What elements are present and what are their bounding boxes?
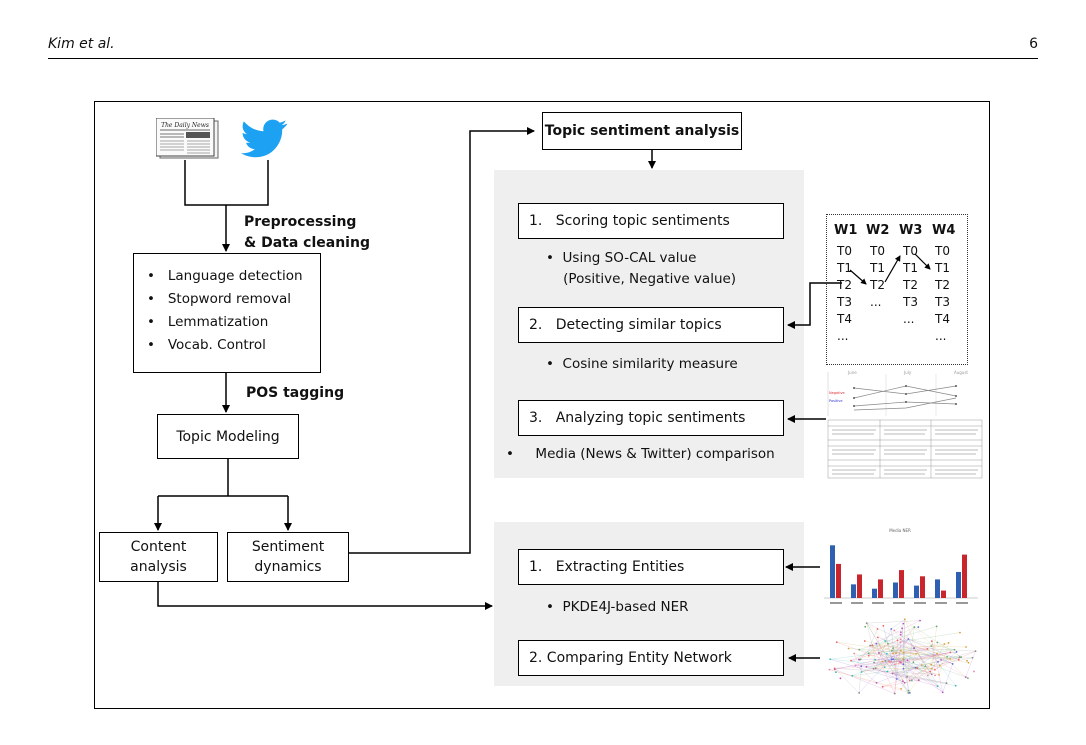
topic-cell: T3 [903,295,918,309]
content-analysis-box: Content analysis [99,532,218,582]
page-number: 6 [1029,36,1038,52]
topic-modeling-box: Topic Modeling [157,414,299,459]
step3-bullet: • Media (News & Twitter) comparison [506,446,775,462]
step-analyzing-topic-sentiments: 3. Analyzing topic sentiments [518,400,784,436]
topic-sentiment-analysis-title: Topic sentiment analysis [544,123,740,139]
content-analysis-label: Content analysis [130,539,187,575]
topic-cell: T4 [935,312,950,326]
step-scoring-topic-sentiments: 1. Scoring topic sentiments [518,203,784,239]
topic-cell: ... [837,329,849,343]
window-header-w3: W3 [899,223,923,238]
pos-tagging-label: POS tagging [246,385,345,401]
step2-bullet: • Cosine similarity measure [546,356,738,372]
preprocessing-item: • Stopword removal [147,291,291,307]
topic-cell: T4 [837,312,852,326]
topic-sentiment-plot-thumbnail: June July August Negative Positive [826,368,984,480]
step-detecting-similar-topics: 2. Detecting similar topics [518,307,784,343]
running-header-author: Kim et al. [48,36,115,52]
preprocessing-item: • Language detection [147,268,303,284]
sentiment-dynamics-box: Sentiment dynamics [227,532,349,582]
topic-cell: ... [935,329,947,343]
newspaper-icon: The Daily News [155,117,220,160]
step-extracting-entities: 1. Extracting Entities [518,549,784,585]
topic-cell: ... [870,295,882,309]
topic-cell: T0 [870,244,885,258]
topic-cell: T0 [935,244,950,258]
preprocessing-label: Preprocessing & Data cleaning [244,214,370,251]
window-header-w1: W1 [834,223,858,238]
topic-cell: T2 [935,278,950,292]
topic-cell: T2 [870,278,885,292]
twitter-bird-icon [240,118,290,160]
svg-text:Media NER: Media NER [889,528,911,533]
topic-sentiment-analysis-box: Topic sentiment analysis [542,112,742,150]
topic-cell: T0 [903,244,918,258]
window-header-w4: W4 [932,223,956,238]
topic-cell: T1 [870,261,885,275]
svg-text:August: August [954,370,968,375]
header-rule [48,58,1038,59]
preprocessing-item: • Vocab. Control [147,337,266,353]
window-header-w2: W2 [866,223,890,238]
topic-cell: ... [903,312,915,326]
svg-text:July: July [903,370,912,375]
topic-cell: T2 [837,278,852,292]
svg-text:Negative: Negative [829,391,845,395]
topic-cell: T1 [935,261,950,275]
step-comparing-entity-network: 2. Comparing Entity Network [518,640,784,676]
topic-cell: T1 [837,261,852,275]
sentiment-dynamics-label: Sentiment dynamics [251,539,325,575]
svg-text:The Daily News: The Daily News [161,122,209,129]
topic-modeling-label: Topic Modeling [176,428,280,445]
step1-bullet: • Using SO-CAL value (Positive, Negative… [546,250,737,287]
window-topic-table [826,214,968,365]
figure-frame [94,101,990,709]
topic-cell: T0 [837,244,852,258]
svg-text:June: June [847,370,857,375]
topic-cell: T2 [903,278,918,292]
topic-cell: T3 [935,295,950,309]
svg-text:Positive: Positive [829,399,843,403]
entity-bar-chart-thumbnail: Media NER [820,526,982,610]
entity-step1-bullet: • PKDE4J-based NER [546,599,689,615]
preprocessing-item: • Lemmatization [147,314,269,330]
preprocessing-steps-box: • Language detection • Stopword removal … [133,253,321,373]
entity-network-thumbnail [818,612,988,706]
topic-cell: T1 [903,261,918,275]
topic-cell: T3 [837,295,852,309]
